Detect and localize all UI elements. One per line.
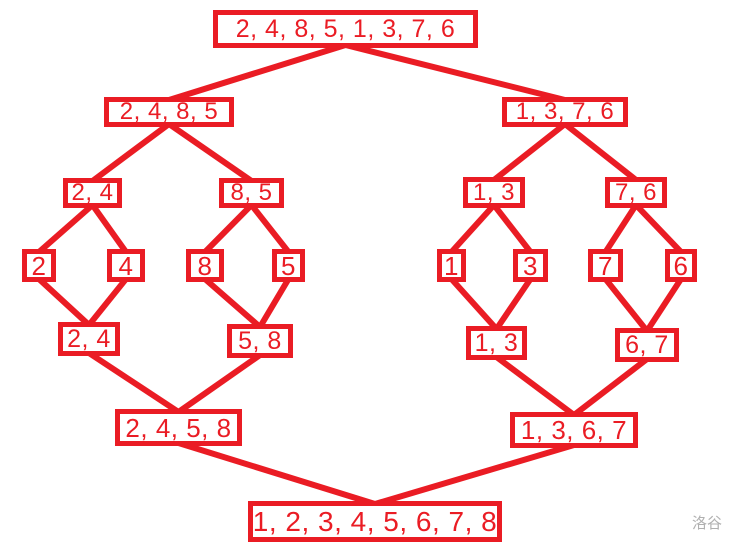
tree-node-leaf-6: 6	[665, 249, 697, 282]
tree-edge-leaf-6-merge-67	[644, 277, 684, 333]
tree-edge-root-split-1376	[344, 42, 566, 103]
tree-node-merge-1367: 1, 3, 6, 7	[510, 412, 638, 448]
tree-node-leaf-7: 7	[588, 249, 623, 282]
tree-edge-merge-24-merge-2458	[87, 350, 181, 415]
tree-edge-split-85-leaf-5	[249, 203, 291, 254]
tree-edge-split-2485-split-24	[90, 121, 171, 184]
tree-node-split-13: 1, 3	[463, 177, 525, 208]
tree-edge-leaf-8-merge-58	[203, 276, 262, 330]
tree-node-split-2485: 2, 4, 8, 5	[104, 97, 234, 127]
tree-edge-root-split-2485	[168, 42, 347, 103]
tree-node-root: 2, 4, 8, 5, 1, 3, 7, 6	[213, 10, 478, 48]
tree-edge-split-76-leaf-6	[633, 202, 684, 255]
tree-node-leaf-2: 2	[22, 249, 56, 282]
tree-edge-split-2485-split-85	[167, 121, 254, 184]
tree-edge-leaf-1-merge-13	[449, 276, 499, 332]
tree-edge-leaf-3-merge-13	[494, 277, 533, 331]
tree-edge-merge-1367-final	[374, 442, 575, 507]
tree-node-leaf-3: 3	[513, 249, 548, 282]
tree-edge-split-24-leaf-2	[37, 202, 95, 255]
tree-edge-split-1376-split-76	[563, 121, 638, 183]
tree-edge-merge-13-merge-1367	[494, 354, 576, 418]
tree-edge-split-85-leaf-8	[202, 202, 254, 255]
tree-edge-split-1376-split-13	[492, 121, 567, 183]
tree-node-merge-58: 5, 8	[227, 324, 293, 358]
tree-edge-leaf-4-merge-24	[86, 277, 129, 327]
tree-edge-split-13-leaf-3	[491, 203, 533, 254]
tree-node-split-24: 2, 4	[63, 178, 122, 208]
tree-edge-leaf-7-merge-67	[603, 277, 650, 333]
tree-node-merge-67: 6, 7	[615, 328, 679, 362]
tree-edge-leaf-5-merge-58	[257, 277, 292, 329]
tree-edge-leaf-2-merge-24	[36, 276, 92, 328]
tree-edge-merge-67-merge-1367	[572, 356, 649, 418]
tree-node-final: 1, 2, 3, 4, 5, 6, 7, 8	[248, 501, 502, 542]
tree-edge-split-76-leaf-7	[602, 203, 639, 254]
tree-node-split-1376: 1, 3, 7, 6	[502, 97, 628, 127]
tree-node-leaf-1: 1	[437, 249, 466, 282]
tree-node-split-85: 8, 5	[219, 178, 284, 208]
tree-edge-merge-2458-final	[177, 440, 376, 507]
tree-node-leaf-8: 8	[186, 249, 224, 282]
watermark: 洛谷	[692, 515, 723, 532]
tree-node-merge-13: 1, 3	[466, 326, 527, 360]
tree-node-leaf-4: 4	[107, 249, 145, 282]
tree-node-merge-24: 2, 4	[58, 322, 120, 356]
tree-node-merge-2458: 2, 4, 5, 8	[115, 409, 242, 446]
tree-node-split-76: 7, 6	[605, 177, 667, 208]
tree-node-leaf-5: 5	[272, 249, 305, 282]
tree-edge-split-13-leaf-1	[449, 202, 497, 255]
tree-edge-merge-58-merge-2458	[176, 352, 262, 415]
tree-edge-split-24-leaf-4	[90, 203, 129, 254]
